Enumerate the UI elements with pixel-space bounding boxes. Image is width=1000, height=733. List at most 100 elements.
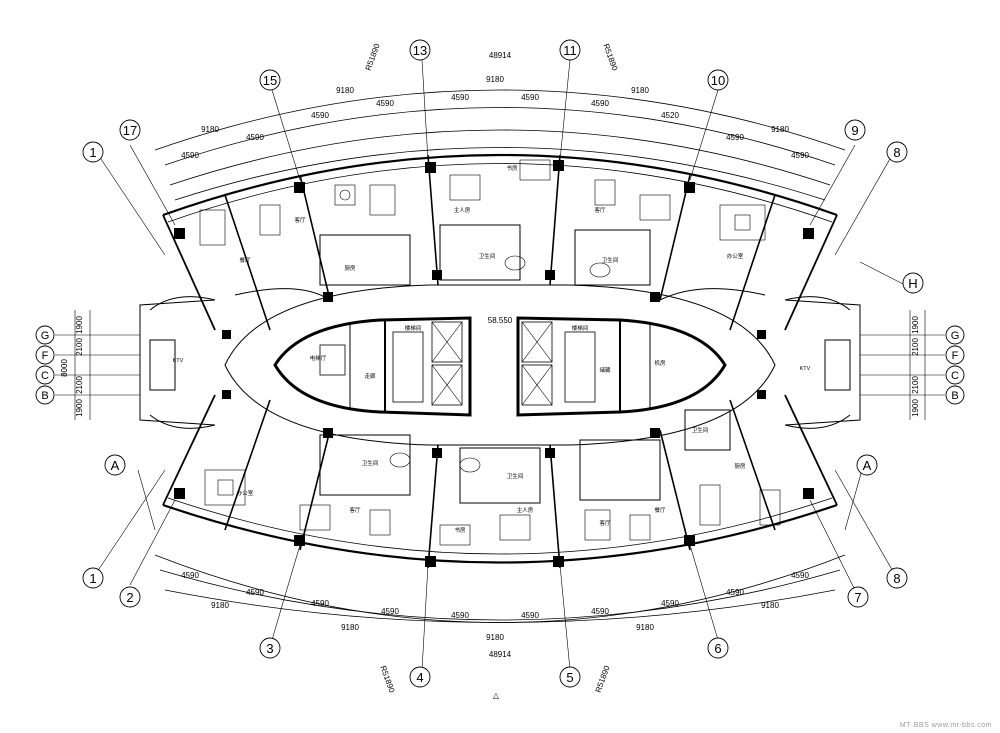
grid-label-1: 1 [89, 145, 96, 160]
room-bath-t1: 卫生间 [479, 252, 496, 260]
side-dim-right-3: 2100 [911, 376, 920, 394]
grid-label-A-left: A [111, 458, 120, 473]
room-corridor-l: 走廊 [364, 372, 376, 380]
grid-label-6: 6 [714, 641, 721, 656]
grid-label-B-left: B [41, 390, 48, 402]
dim-4590-b2: 4590 [246, 588, 264, 597]
room-lift-l: 电梯厅 [310, 354, 327, 362]
dim-4590-t5: 4590 [451, 93, 469, 102]
room-dining-br: 餐厅 [654, 506, 666, 514]
partition-walls-top [224, 154, 776, 331]
watermark: MT·BBS www.mt-bbs.com [899, 722, 992, 729]
side-dim-left-1: 1900 [75, 316, 84, 334]
room-living-bl: 客厅 [349, 506, 361, 514]
room-stair-l: 楼梯间 [405, 324, 422, 332]
side-dim-left-4: 1900 [75, 399, 84, 417]
radius-label-bl: R51890 [378, 664, 396, 694]
overall-dim-top: 48914 [489, 51, 512, 60]
dim-9180-b5: 9180 [761, 601, 779, 610]
grid-label-8-bottom: 8 [893, 571, 900, 586]
room-study-t: 书房 [506, 164, 518, 172]
room-living-tr: 客厅 [594, 206, 606, 214]
dim-4590-t4: 4590 [376, 99, 394, 108]
grid-label-8-top: 8 [893, 145, 900, 160]
ktv-bay-left [139, 296, 216, 429]
room-bath-t2: 卫生间 [602, 256, 619, 264]
grid-label-5: 5 [566, 670, 573, 685]
dim-4590-t3: 4590 [311, 111, 329, 120]
furniture [199, 159, 781, 546]
side-dim-left-2: 2100 [75, 338, 84, 356]
dim-4590-b9: 4590 [726, 588, 744, 597]
bottom-marker: △ [493, 691, 500, 700]
room-master-b1: 主人房 [517, 506, 534, 514]
grid-label-C-left: C [41, 370, 49, 382]
room-office-bl: 办公室 [237, 489, 254, 497]
room-bath-br: 卫生间 [692, 426, 709, 434]
dim-4590-t7: 4590 [591, 99, 609, 108]
room-labels: 客厅 主人房 书房 客厅 办公室 餐厅 卫生间 卫生间 厨房 楼梯间 电梯厅 走… [173, 164, 811, 534]
grid-label-B-right: B [951, 390, 958, 402]
grid-label-4: 4 [416, 670, 423, 685]
side-dim-right-4: 1900 [911, 399, 920, 417]
side-dim-left-3: 2100 [75, 376, 84, 394]
grid-label-17: 17 [123, 123, 137, 138]
dim-4590-b4: 4590 [381, 607, 399, 616]
dim-4590-t2: 4590 [246, 133, 264, 142]
dim-9180-t3: 9180 [486, 75, 504, 84]
dim-4520-t8: 4520 [661, 111, 679, 120]
grid-axis-lines [55, 59, 945, 671]
side-dim-right-2: 2100 [911, 338, 920, 356]
dim-9180-b2: 9180 [341, 623, 359, 632]
grid-labels: 17 1 15 13 11 10 9 8 H 1 2 3 4 5 6 7 8 A… [41, 43, 960, 685]
grid-bubbles [35, 39, 965, 688]
room-office-tr: 办公室 [727, 252, 744, 260]
grid-label-3: 3 [266, 641, 273, 656]
grid-label-13: 13 [413, 43, 427, 58]
dim-4590-t10: 4590 [791, 151, 809, 160]
radius-label-tr: R51890 [601, 42, 619, 72]
dim-4590-t6: 4590 [521, 93, 539, 102]
dimension-text: 48914 48914 R51890 R51890 R51890 R51890 … [60, 42, 920, 700]
room-machine-r: 机房 [654, 359, 666, 367]
grid-label-2: 2 [126, 590, 133, 605]
room-dining-tl: 餐厅 [239, 256, 251, 264]
core-right [516, 316, 727, 417]
dim-9180-t5: 9180 [771, 125, 789, 134]
elevation-label: 58.550 [488, 316, 513, 325]
grid-label-15: 15 [263, 73, 277, 88]
central-corridor [224, 284, 776, 446]
dim-4590-b8: 4590 [661, 599, 679, 608]
grid-label-1-bottom: 1 [89, 571, 96, 586]
grid-label-11: 11 [563, 43, 577, 58]
room-kitchen-br: 厨房 [734, 462, 746, 470]
dim-4590-b10: 4590 [791, 571, 809, 580]
side-total-left: 8000 [60, 359, 69, 377]
core-left [273, 316, 472, 417]
structural-columns [174, 160, 814, 567]
dim-4590-b5: 4590 [451, 611, 469, 620]
grid-label-10: 10 [711, 73, 725, 88]
ktv-bay-right [784, 296, 861, 429]
room-master-t1: 主人房 [454, 206, 471, 214]
dim-4590-b1: 4590 [181, 571, 199, 580]
top-dimension-lines [154, 89, 846, 201]
grid-label-9: 9 [851, 123, 858, 138]
dim-4590-t1: 4590 [181, 151, 199, 160]
dim-9180-t4: 9180 [631, 86, 649, 95]
grid-label-A-right: A [863, 458, 872, 473]
room-ktv-r: KTV [800, 366, 811, 372]
room-bath-b2: 卫生间 [507, 472, 524, 480]
room-stair-r: 楼梯间 [572, 324, 589, 332]
dim-9180-b4: 9180 [636, 623, 654, 632]
dim-4590-t9: 4590 [726, 133, 744, 142]
room-store-r: 储藏 [599, 366, 611, 374]
grid-label-F-right: F [952, 350, 959, 362]
room-bath-b1: 卫生间 [362, 459, 379, 467]
radius-label-br: R51890 [594, 664, 612, 694]
dim-9180-t1: 9180 [201, 125, 219, 134]
dim-9180-b3: 9180 [486, 633, 504, 642]
grid-label-F-left: F [42, 350, 49, 362]
grid-label-7: 7 [854, 590, 861, 605]
